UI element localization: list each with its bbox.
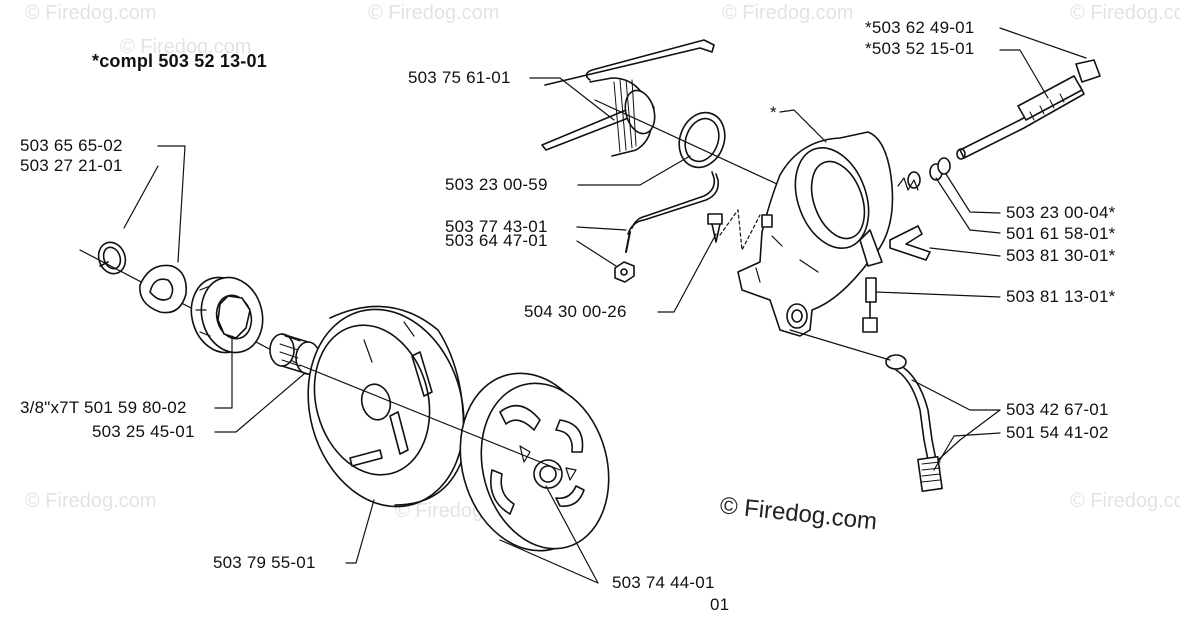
axis-line-pump xyxy=(789,329,891,361)
part-label-503-74-44-01-suffix: 01 xyxy=(710,595,730,614)
pump-shaft-part xyxy=(956,59,1101,160)
part-label-503-65-65-02: 503 65 65-02 xyxy=(20,136,123,155)
part-label-503-25-45-01: 503 25 45-01 xyxy=(92,422,195,441)
part-label-503-23-00-59: 503 23 00-59 xyxy=(445,175,548,194)
part-label-asterisk: * xyxy=(770,103,777,122)
leader-lines xyxy=(123,27,1087,584)
gasket-outline xyxy=(719,209,761,251)
clutch-shoes-part xyxy=(459,372,610,552)
circlip-part xyxy=(97,241,127,275)
part-label-503-27-21-01: 503 27 21-01 xyxy=(20,156,123,175)
part-label-503-23-00-04: 503 23 00-04* xyxy=(1006,203,1116,222)
spring-washer-part xyxy=(897,157,951,191)
bracket-part xyxy=(889,225,931,261)
part-label-501-61-58-01: 501 61 58-01* xyxy=(1006,224,1116,243)
screw-part xyxy=(707,213,723,243)
nut-part xyxy=(614,261,635,283)
watermark-top-center-right: © Firedog.com xyxy=(722,2,854,24)
part-label-503-77-43-01: 503 77 43-01 xyxy=(445,217,548,236)
part-label-503-64-47-01: 503 64 47-01 xyxy=(445,231,548,250)
part-label-503-74-44-01: 503 74 44-01 xyxy=(612,573,715,592)
axis-line-drum xyxy=(299,364,561,471)
assembly-title: *compl 503 52 13-01 xyxy=(92,51,267,71)
watermark-top-left: © Firedog.com xyxy=(25,2,157,24)
watermark-top-right: © Firedog.com xyxy=(1070,2,1180,24)
part-label-504-30-00-26: 504 30 00-26 xyxy=(524,302,627,321)
axis-line-top xyxy=(594,99,791,191)
part-label-501-54-41-02: 501 54 41-02 xyxy=(1006,423,1109,442)
part-label-503-79-55-01: 503 79 55-01 xyxy=(213,553,316,572)
clutch-drum-part xyxy=(307,305,465,508)
part-label-503-81-30-01: 503 81 30-01* xyxy=(1006,246,1116,265)
seal-ring-part xyxy=(678,111,726,169)
watermark-top-center-left: © Firedog.com xyxy=(368,2,500,24)
oil-tube-part xyxy=(625,171,720,253)
oil-hose-part xyxy=(885,354,943,493)
part-label-503-52-15-01: *503 52 15-01 xyxy=(865,39,975,58)
part-label-503-75-61-01: 503 75 61-01 xyxy=(408,68,511,87)
watermark-mid-left: © Firedog.com xyxy=(120,36,252,58)
watermark-bottom-left: © Firedog.com xyxy=(25,490,157,512)
sprocket-part xyxy=(190,276,264,354)
watermark-bottom-right: © Firedog.com xyxy=(1070,490,1180,512)
part-label-503-81-13-01: 503 81 13-01* xyxy=(1006,287,1116,306)
axis-line-left xyxy=(79,249,301,366)
part-label-503-42-67-01: 503 42 67-01 xyxy=(1006,400,1109,419)
worm-gear-part xyxy=(541,39,715,157)
oil-pump-housing-part xyxy=(737,131,894,337)
washer-part xyxy=(139,264,188,314)
part-label-501-59-80-02: 3/8"x7T 501 59 80-02 xyxy=(20,398,187,417)
part-label-503-62-49-01: *503 62 49-01 xyxy=(865,18,975,37)
adjusting-screw-part xyxy=(862,277,878,333)
